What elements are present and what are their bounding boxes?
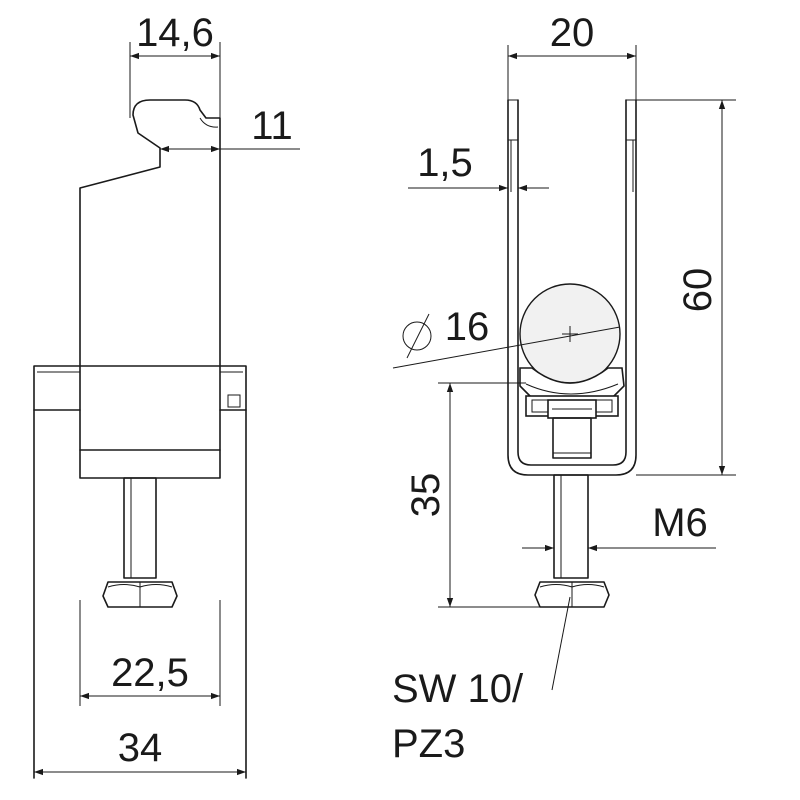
- dim-label-60: 60: [676, 268, 720, 313]
- dim-label-34: 34: [118, 726, 163, 770]
- dim-label-diameter: 16: [445, 305, 490, 349]
- dim-line-diameter: [392, 326, 621, 369]
- drive-label-line2: PZ3: [392, 722, 465, 766]
- dim-label-14-6: 14,6: [136, 11, 214, 55]
- side-view-hex-nut: [102, 581, 178, 608]
- side-view-clip-body: [79, 99, 221, 451]
- side-view-bolt-shaft: [123, 477, 157, 579]
- dim-label-11: 11: [251, 104, 293, 148]
- side-view-hook-detail: [199, 117, 219, 128]
- front-view-tab-right: [625, 99, 637, 141]
- front-view-saddle-inner: [525, 383, 619, 395]
- front-view: 20 1,5 16 60 35 M6 SW 10/ PZ3: [392, 11, 736, 766]
- dim-label-35: 35: [404, 473, 448, 518]
- dim-label-1-5: 1,5: [417, 141, 473, 185]
- front-view-bolt-head: [552, 417, 592, 459]
- side-view: 14,6 11 22,5 34: [33, 11, 300, 779]
- dim-label-20: 20: [550, 11, 595, 55]
- side-view-nut-chamfer: [107, 584, 173, 588]
- dim-label-22-5: 22,5: [111, 651, 189, 695]
- drive-label-line1: SW 10/: [392, 667, 524, 711]
- front-view-clip-inner: [517, 99, 627, 466]
- front-view-tab-left: [507, 99, 519, 141]
- side-view-floor-plate: [79, 449, 221, 479]
- front-view-bolt-shaft: [553, 474, 589, 579]
- diameter-symbol-slash: [406, 313, 430, 359]
- front-view-nut-chamfer: [539, 584, 605, 588]
- side-view-base-notch: [227, 394, 241, 408]
- front-view-hex-nut: [534, 581, 610, 608]
- dim-label-m6: M6: [652, 501, 708, 545]
- drive-leader-line: [551, 596, 571, 691]
- diameter-symbol-circle: [402, 321, 432, 351]
- side-view-base: [33, 365, 247, 779]
